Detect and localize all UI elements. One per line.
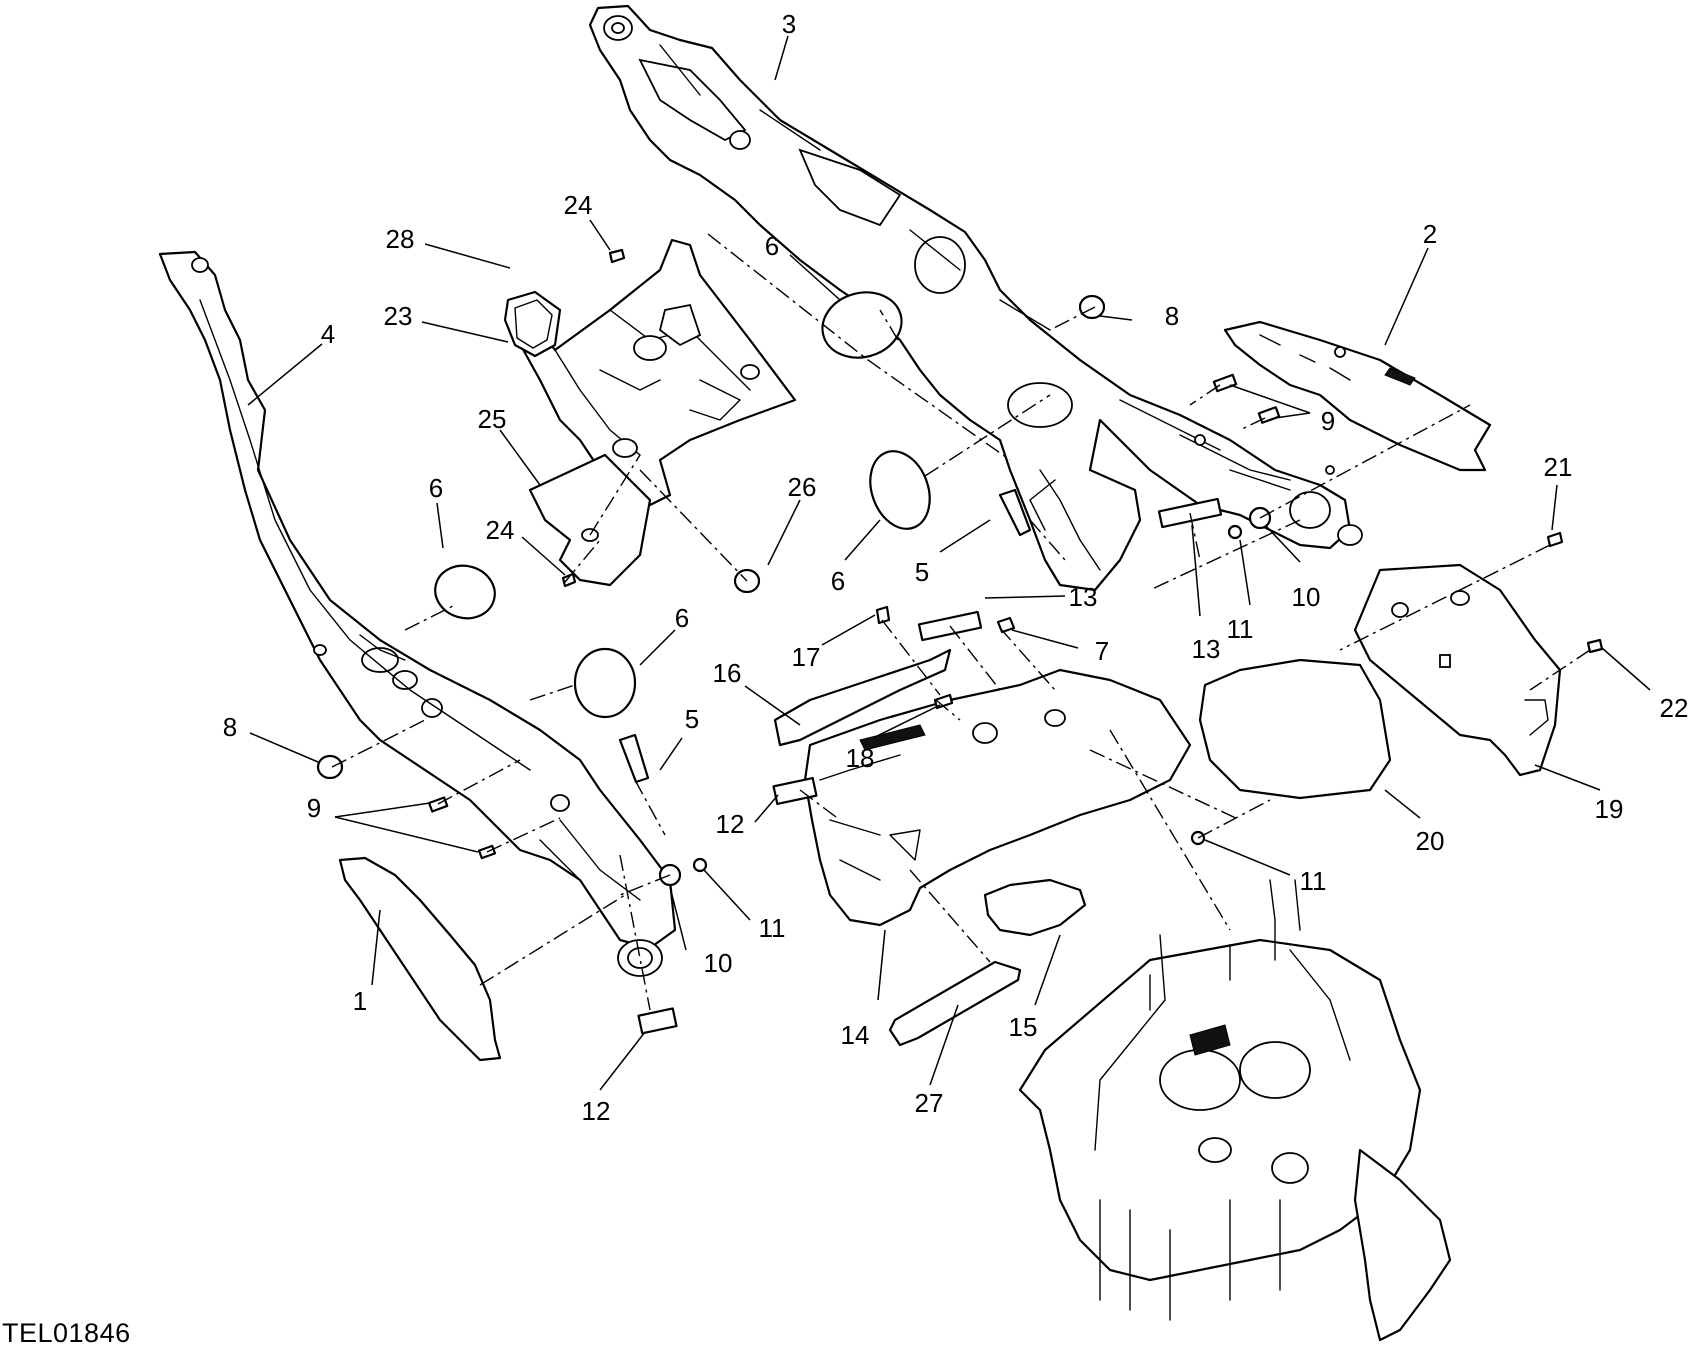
- callout-15: 15: [1009, 1012, 1038, 1042]
- callout-11: 11: [759, 913, 786, 943]
- callout-11: 11: [1300, 866, 1327, 896]
- callout-7: 7: [1095, 636, 1109, 666]
- engine-assembly: [1018, 879, 1452, 1342]
- callout-1: 1: [353, 986, 367, 1016]
- callout-19: 19: [1595, 794, 1624, 824]
- part-15-cap: [983, 878, 1087, 937]
- callout-18: 18: [846, 743, 875, 773]
- callout-8: 8: [1165, 301, 1179, 331]
- callout-14: 14: [841, 1020, 870, 1050]
- part-2-panel: [1223, 320, 1492, 472]
- leader-lines: [247, 35, 1651, 1091]
- callout-3: 3: [782, 9, 796, 39]
- callout-8: 8: [223, 712, 237, 742]
- callout-13: 13: [1192, 634, 1221, 664]
- callout-24: 24: [564, 190, 593, 220]
- callout-20: 20: [1416, 826, 1445, 856]
- part-14-cover: [803, 668, 1192, 927]
- callout-11: 11: [1227, 614, 1254, 644]
- callout-17: 17: [792, 642, 821, 672]
- callout-9: 9: [307, 793, 321, 823]
- part-6-gasket-d: [573, 647, 637, 719]
- callout-21: 21: [1544, 452, 1573, 482]
- callout-13: 13: [1069, 582, 1098, 612]
- callout-22: 22: [1660, 693, 1689, 723]
- callout-5: 5: [685, 704, 699, 734]
- callout-labels: 3 24 28 6 2 23 4 8 25 9 21 6 26 24 5 6 1…: [223, 9, 1689, 1126]
- part-1-panel: [338, 856, 502, 1062]
- callout-26: 26: [788, 472, 817, 502]
- diagram-reference-code: TEL01846: [2, 1318, 131, 1348]
- part-16-plate: [773, 648, 952, 747]
- callout-4: 4: [321, 319, 335, 349]
- callout-24: 24: [486, 515, 515, 545]
- callout-5: 5: [915, 557, 929, 587]
- callout-2: 2: [1423, 219, 1437, 249]
- part-27-strip: [888, 960, 1022, 1047]
- part-6-gasket-b: [869, 450, 931, 530]
- part-6-gasket-c: [434, 564, 496, 620]
- callout-6: 6: [675, 603, 689, 633]
- callout-25: 25: [478, 404, 507, 434]
- callout-23: 23: [384, 301, 413, 331]
- callout-10: 10: [704, 948, 733, 978]
- callout-16: 16: [713, 658, 742, 688]
- callout-27: 27: [915, 1088, 944, 1118]
- callout-6: 6: [429, 473, 443, 503]
- callout-10: 10: [1292, 582, 1321, 612]
- part-3-frame: [588, 4, 1363, 592]
- part-23-tray: [513, 238, 797, 507]
- part-6-gasket-a: [821, 291, 903, 359]
- part-20-cover: [1198, 658, 1392, 800]
- callout-12: 12: [582, 1096, 611, 1126]
- callout-9: 9: [1321, 406, 1335, 436]
- callout-6: 6: [765, 231, 779, 261]
- part-4-frame: [158, 250, 677, 977]
- alignment-lines: [331, 233, 1591, 1011]
- callout-6: 6: [831, 566, 845, 596]
- callout-28: 28: [386, 224, 415, 254]
- callout-12: 12: [716, 809, 745, 839]
